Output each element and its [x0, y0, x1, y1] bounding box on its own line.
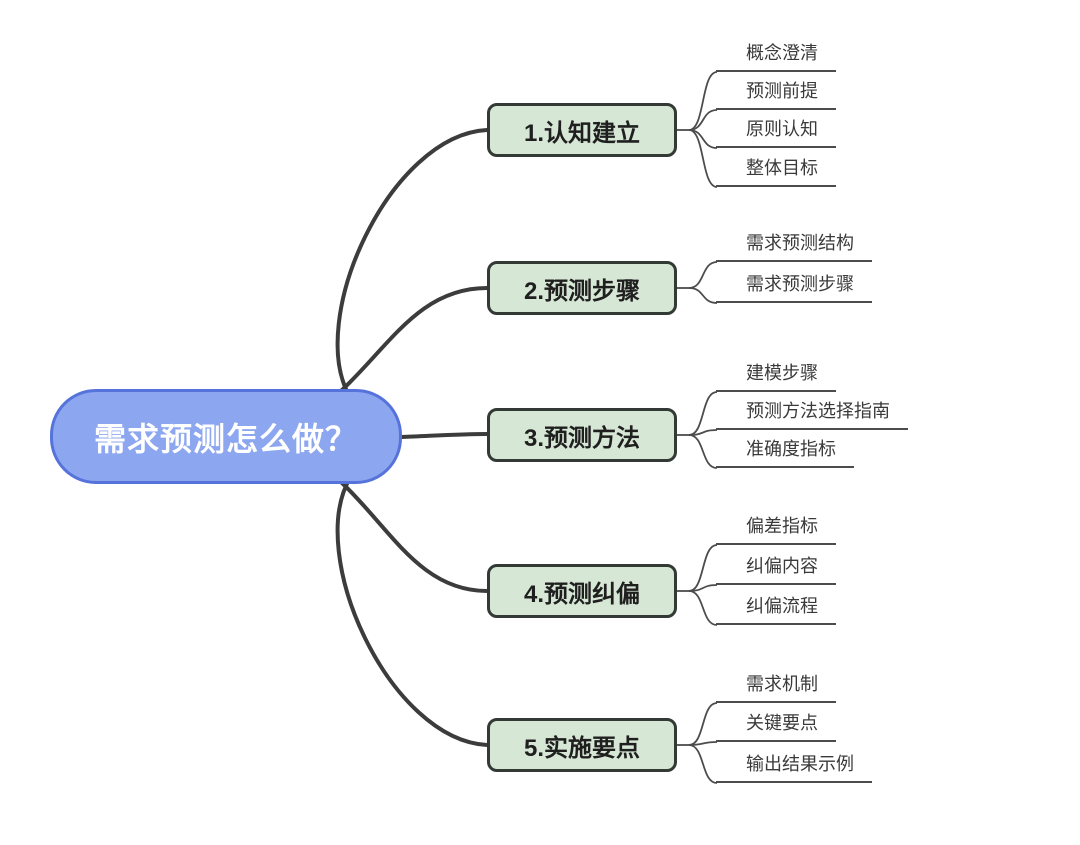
leaf-node-2-1[interactable]: 需求预测结构	[716, 231, 872, 262]
leaf-5-1-connector	[688, 702, 718, 746]
leaf-node-3-1[interactable]: 建模步骤	[716, 361, 836, 392]
leaf-node-5-1[interactable]: 需求机制	[716, 672, 836, 703]
root-node[interactable]: 需求预测怎么做？	[50, 389, 402, 484]
leaf-node-3-3[interactable]: 准确度指标	[716, 437, 854, 468]
branch-3-connector	[400, 432, 489, 439]
leaf-4-2-connector	[688, 584, 718, 592]
branch-2-connector	[340, 286, 489, 392]
leaf-node-3-2[interactable]: 预测方法选择指南	[716, 399, 908, 430]
leaf-3-1-connector	[688, 391, 718, 436]
leaf-node-5-2[interactable]: 关键要点	[716, 711, 836, 742]
branch-5-connector	[335, 476, 489, 747]
branch-1-connector	[335, 128, 489, 399]
leaf-3-2-connector	[688, 429, 718, 436]
branch-node-5[interactable]: 5.实施要点	[487, 718, 677, 772]
leaf-4-3-connector	[688, 590, 718, 626]
leaf-node-1-1[interactable]: 概念澄清	[716, 41, 836, 72]
leaf-node-1-2[interactable]: 预测前提	[716, 79, 836, 110]
leaf-node-1-4[interactable]: 整体目标	[716, 156, 836, 187]
leaf-1-1-connector	[688, 71, 718, 131]
branch-4-connector	[340, 481, 489, 593]
branch-node-2[interactable]: 2.预测步骤	[487, 261, 677, 315]
leaf-node-2-2[interactable]: 需求预测步骤	[716, 272, 872, 303]
branch-node-1[interactable]: 1.认知建立	[487, 103, 677, 157]
leaf-node-5-3[interactable]: 输出结果示例	[716, 752, 872, 783]
leaf-node-4-2[interactable]: 纠偏内容	[716, 554, 836, 585]
leaf-2-2-connector	[688, 287, 718, 304]
leaf-1-4-connector	[688, 129, 718, 188]
leaf-node-1-3[interactable]: 原则认知	[716, 117, 836, 148]
leaf-5-3-connector	[688, 744, 718, 784]
leaf-1-2-connector	[688, 109, 718, 131]
branch-node-3[interactable]: 3.预测方法	[487, 408, 677, 462]
leaf-node-4-1[interactable]: 偏差指标	[716, 514, 836, 545]
branch-node-4[interactable]: 4.预测纠偏	[487, 564, 677, 618]
leaf-4-1-connector	[688, 544, 718, 592]
leaf-3-3-connector	[688, 434, 718, 469]
leaf-node-4-3[interactable]: 纠偏流程	[716, 594, 836, 625]
leaf-2-1-connector	[688, 261, 718, 289]
